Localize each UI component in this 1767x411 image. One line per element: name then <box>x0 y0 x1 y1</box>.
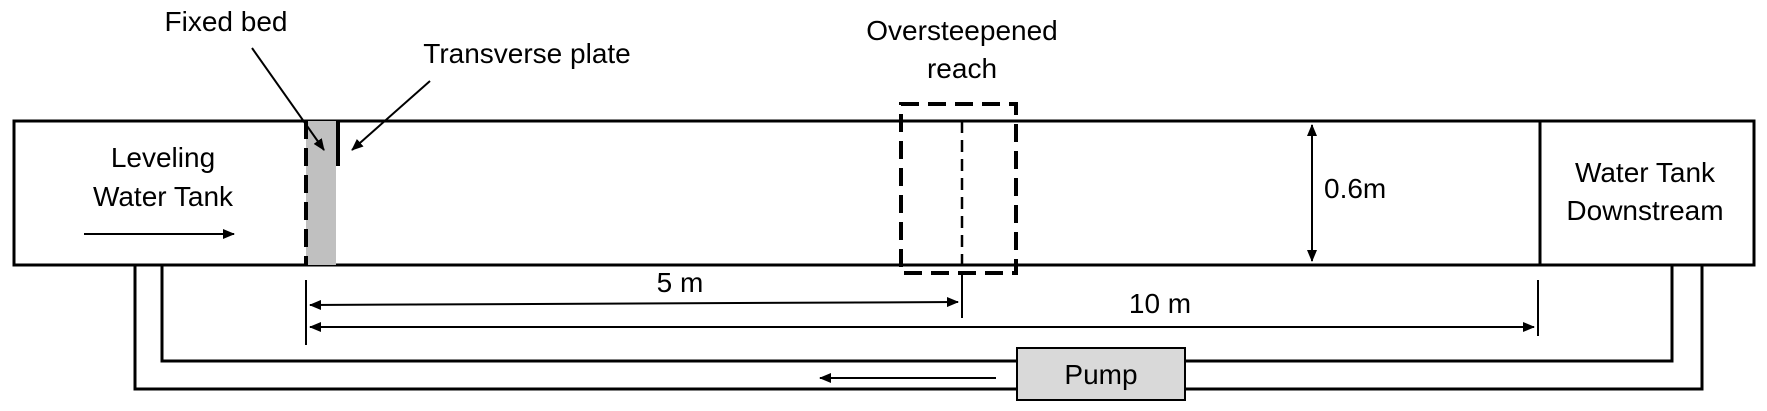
pump-label: Pump <box>1064 359 1137 390</box>
return-pipe-inner <box>160 265 1674 363</box>
oversteepened-label-line2: reach <box>927 53 997 84</box>
return-pipe-outer <box>133 265 1704 391</box>
leveling-tank-label-line1: Leveling <box>111 142 215 173</box>
pump-box <box>1016 347 1186 401</box>
downstream-tank-label-line2: Downstream <box>1566 195 1723 226</box>
height-label: 0.6m <box>1324 173 1386 204</box>
distance-10m-label: 10 m <box>1129 288 1191 319</box>
transverse-plate-leader-arrow <box>351 80 431 151</box>
fixed-bed-leader-arrow <box>251 47 325 151</box>
distance-5m-label: 5 m <box>657 267 704 298</box>
fixed-bed <box>306 121 336 265</box>
dimension-arrow-5m <box>309 297 959 310</box>
flume-channel <box>12 119 1756 267</box>
transverse-plate-label: Transverse plate <box>423 38 631 69</box>
oversteepened-label-line1: Oversteepened <box>866 15 1057 46</box>
downstream-tank-label-line1: Water Tank <box>1575 157 1716 188</box>
oversteepened-reach-box <box>899 102 1018 275</box>
leveling-tank-label-line2: Water Tank <box>93 181 234 212</box>
fixed-bed-label: Fixed bed <box>165 6 288 37</box>
